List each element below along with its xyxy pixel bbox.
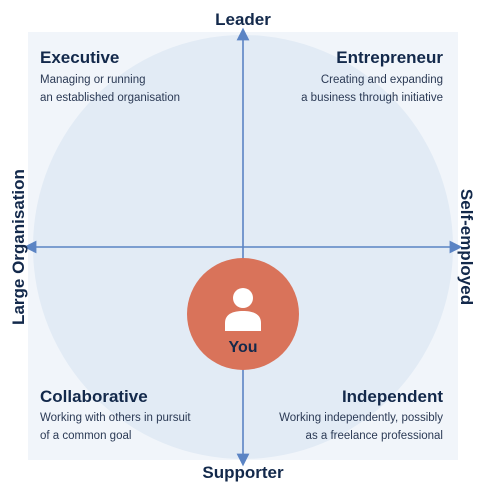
axis-label-left: Large Organisation <box>9 169 28 325</box>
description-line: of a common goal <box>40 430 132 442</box>
quadrant-title-entrepreneur: Entrepreneur <box>336 48 443 67</box>
description-line: as a freelance professional <box>305 430 443 442</box>
quadrant-description-collaborative: Working with others in pursuit of a comm… <box>40 409 191 445</box>
quadrant-title-collaborative: Collaborative <box>40 387 148 406</box>
description-line: Working with others in pursuit <box>40 412 191 424</box>
description-line: an established organisation <box>40 92 181 104</box>
quadrant-description-independent: Working independently, possibly as a fre… <box>279 409 443 445</box>
description-line: Working independently, possibly <box>279 412 443 424</box>
axis-label-right: Self-employed <box>457 188 476 306</box>
you-label: You <box>228 339 258 356</box>
quadrant-description-executive: Managing or running an established organ… <box>40 71 180 107</box>
description-line: a business through initiative <box>301 92 443 104</box>
quadrant-title-executive: Executive <box>40 48 120 67</box>
axis-label-top: Leader <box>215 10 271 29</box>
user-icon <box>225 288 261 331</box>
quadrant-title-independent: Independent <box>341 387 443 406</box>
description-line: Managing or running <box>40 74 146 86</box>
quadrant-description-entrepreneur: Creating and expanding a business throug… <box>301 71 443 107</box>
description-line: Creating and expanding <box>320 74 443 86</box>
axis-label-bottom: Supporter <box>202 463 284 482</box>
